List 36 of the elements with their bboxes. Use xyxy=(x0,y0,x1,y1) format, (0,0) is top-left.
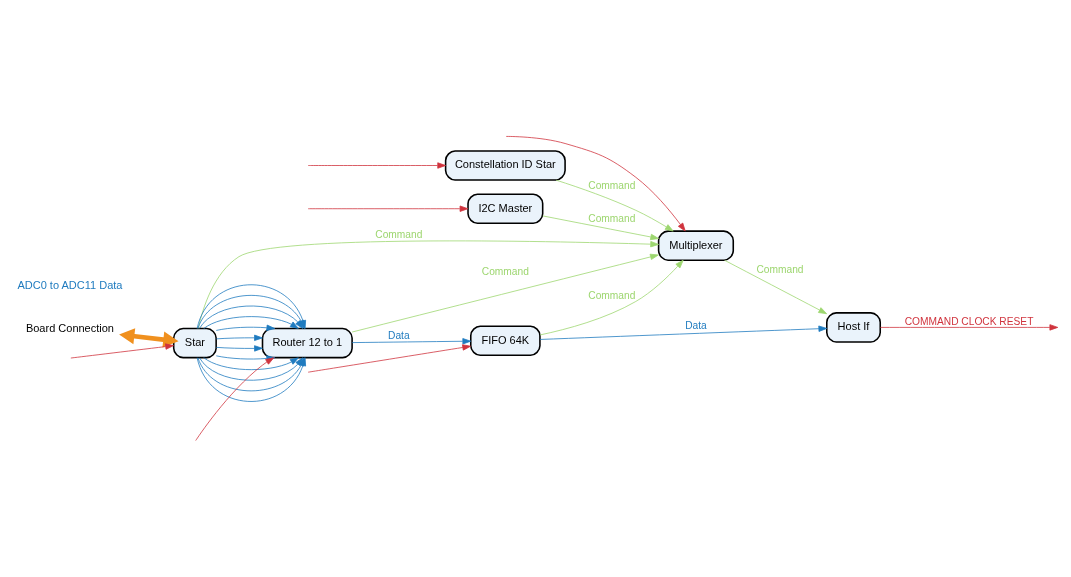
arrow xyxy=(542,215,659,241)
arrow xyxy=(505,136,686,232)
arrow xyxy=(307,162,446,169)
edge-label: Command xyxy=(375,229,423,241)
node-box: Multiplexer xyxy=(657,230,735,261)
edge-label: Command xyxy=(588,289,636,301)
edge-label: Command xyxy=(588,179,636,191)
arrow xyxy=(539,325,828,340)
node-box: Star xyxy=(172,327,217,359)
edge-label: Data xyxy=(685,319,707,331)
edge-label: Data xyxy=(388,329,410,341)
arrow xyxy=(215,345,263,352)
arrow xyxy=(70,331,179,359)
node-box: I2C Master xyxy=(467,193,544,225)
arrow xyxy=(215,334,263,341)
node-box: FIFO 64K xyxy=(470,325,541,357)
edge-label: Command xyxy=(588,212,636,224)
arrow xyxy=(724,259,828,315)
arrow xyxy=(879,324,1059,331)
arrow xyxy=(215,324,276,331)
node-text: Board Connection xyxy=(25,321,114,334)
arrow xyxy=(203,316,299,329)
arrow xyxy=(307,338,472,373)
node-box: Host If xyxy=(826,312,881,343)
edge-label: COMMAND CLOCK RESET xyxy=(904,315,1034,327)
arrow xyxy=(307,205,469,212)
node-box: Constellation ID Star xyxy=(444,150,566,181)
edge-label: Command xyxy=(756,264,804,276)
label: ADC0 to ADC11 Data xyxy=(17,278,123,291)
arrow xyxy=(351,253,659,333)
arrow xyxy=(539,259,684,336)
node-box: Router 12 to 1 xyxy=(261,327,353,359)
arrow xyxy=(351,338,472,345)
arrow xyxy=(119,328,179,348)
edge-label: Command xyxy=(481,266,529,278)
arrow xyxy=(555,179,674,232)
